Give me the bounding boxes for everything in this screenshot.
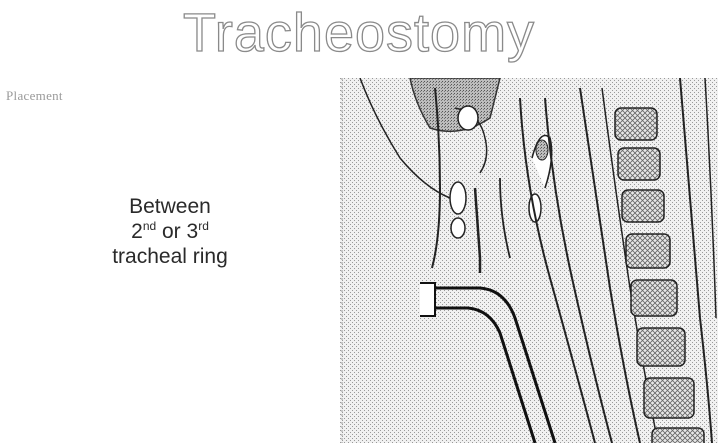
slide-subtitle: Placement bbox=[6, 88, 63, 104]
placement-text: Between 2nd or 3rd tracheal ring bbox=[60, 194, 280, 269]
placement-line-2: 2nd or 3rd bbox=[60, 219, 280, 244]
ordinal-3-suffix: rd bbox=[198, 219, 209, 233]
airway-sagittal-illustration-icon bbox=[340, 78, 718, 443]
slide-title: Tracheostomy bbox=[0, 2, 718, 64]
ordinal-2-suffix: nd bbox=[143, 219, 156, 233]
ordinal-2: 2 bbox=[131, 220, 143, 243]
ordinal-or-3: or 3 bbox=[156, 220, 198, 243]
placement-line-1: Between bbox=[60, 194, 280, 219]
placement-line-3: tracheal ring bbox=[60, 244, 280, 269]
